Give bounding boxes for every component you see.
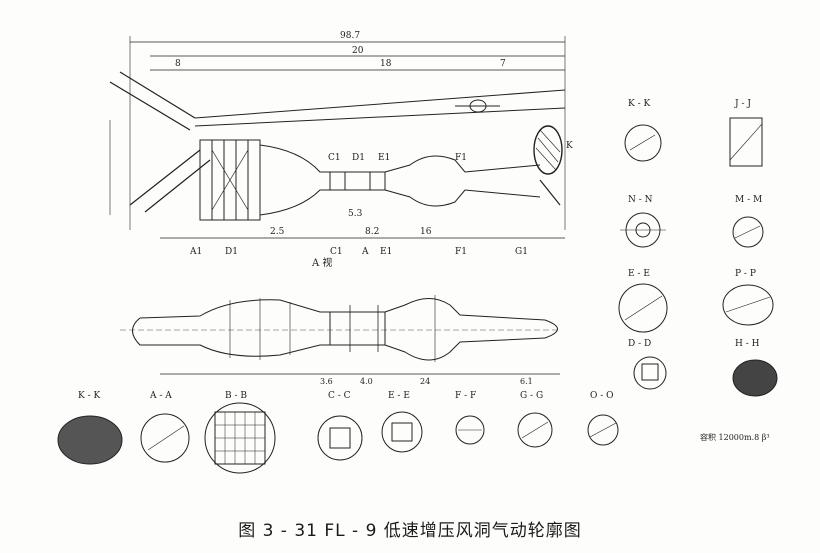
svg-text:F1: F1 bbox=[455, 247, 467, 257]
svg-text:7: 7 bbox=[500, 59, 506, 69]
svg-text:C - C: C - C bbox=[328, 391, 351, 401]
svg-text:6.1: 6.1 bbox=[520, 377, 533, 386]
svg-text:D - D: D - D bbox=[628, 339, 651, 349]
svg-text:A - A: A - A bbox=[149, 391, 172, 401]
svg-text:P - P: P - P bbox=[735, 269, 756, 279]
svg-text:N - N: N - N bbox=[628, 195, 653, 205]
volume-note: 容积 12000m.8 β³ bbox=[700, 432, 770, 442]
svg-text:A1: A1 bbox=[189, 247, 202, 257]
plan-view bbox=[120, 295, 560, 375]
svg-text:G1: G1 bbox=[515, 247, 528, 257]
svg-text:E1: E1 bbox=[380, 247, 392, 257]
elevation-labels: 98.7 20 8 18 7 A1 D1 C1 A E1 F1 G1 C1 D1… bbox=[175, 31, 573, 269]
svg-text:H - H: H - H bbox=[735, 339, 760, 349]
svg-text:2.5: 2.5 bbox=[270, 227, 285, 237]
svg-text:C1: C1 bbox=[330, 247, 343, 257]
elevation-view bbox=[109, 36, 566, 239]
svg-text:8: 8 bbox=[175, 59, 181, 69]
bottom-section-shapes bbox=[57, 402, 619, 474]
svg-text:3.6: 3.6 bbox=[320, 377, 333, 386]
plan-view-label: A 视 bbox=[311, 256, 332, 269]
svg-text:D1: D1 bbox=[352, 153, 365, 163]
svg-text:B - B: B - B bbox=[225, 391, 247, 401]
svg-text:4.0: 4.0 bbox=[360, 377, 373, 386]
svg-text:F - F: F - F bbox=[455, 391, 476, 401]
svg-text:J - J: J - J bbox=[734, 99, 751, 109]
overall-length-dim: 98.7 bbox=[340, 31, 360, 41]
svg-text:F1: F1 bbox=[455, 153, 467, 163]
svg-text:16: 16 bbox=[420, 227, 432, 237]
svg-text:D1: D1 bbox=[225, 247, 238, 257]
svg-text:E1: E1 bbox=[378, 153, 390, 163]
right-sections: K - K J - J N - N M - M E - E P - P D - … bbox=[628, 99, 762, 349]
svg-text:20: 20 bbox=[352, 46, 364, 56]
plan-view-dims: 3.6 4.0 24 6.1 bbox=[320, 377, 533, 386]
wind-tunnel-contour-drawing: 98.7 20 8 18 7 A1 D1 C1 A E1 F1 G1 C1 D1… bbox=[57, 31, 778, 474]
svg-text:18: 18 bbox=[380, 59, 392, 69]
svg-text:K: K bbox=[566, 141, 573, 151]
svg-text:8.2: 8.2 bbox=[365, 227, 379, 237]
section-k-k-right: K - K bbox=[628, 99, 650, 109]
bottom-sections: K - K A - A B - B C - C E - E F - F G - … bbox=[78, 391, 614, 401]
figure-caption: 图 3 - 31 FL - 9 低速增压风洞气动轮廓图 bbox=[238, 521, 582, 541]
svg-text:M - M: M - M bbox=[735, 195, 762, 205]
svg-text:E - E: E - E bbox=[388, 391, 410, 401]
svg-text:5.3: 5.3 bbox=[348, 209, 363, 219]
svg-text:E - E: E - E bbox=[628, 269, 650, 279]
svg-text:A: A bbox=[361, 247, 369, 257]
svg-text:K - K: K - K bbox=[78, 391, 100, 401]
svg-text:G - G: G - G bbox=[520, 391, 543, 401]
svg-text:C1: C1 bbox=[328, 153, 341, 163]
right-section-shapes bbox=[618, 117, 778, 397]
svg-text:24: 24 bbox=[420, 377, 430, 386]
svg-text:O - O: O - O bbox=[590, 391, 614, 401]
